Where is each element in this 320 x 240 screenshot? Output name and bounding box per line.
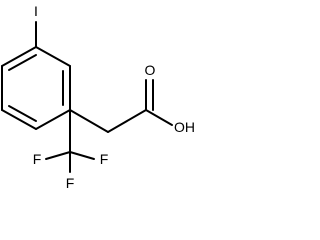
iodine-label: I — [34, 3, 38, 19]
ring-bond-c1-c2 — [35, 46, 71, 67]
ring-double-bond-inner-bottom-left — [8, 105, 37, 122]
hydroxyl-label: OH — [174, 119, 195, 135]
ring-double-bond-inner-top-left — [8, 54, 37, 71]
chemical-structure-diagram: I O OH F F F — [1, 3, 195, 191]
fluorine-right-label: F — [100, 151, 109, 167]
ring-bond-c4-c5 — [1, 109, 37, 130]
ring-bond-c6-c1 — [1, 46, 37, 67]
bond-cf3-f-right — [69, 151, 95, 160]
bond-carboxyl-hydroxyl — [145, 109, 173, 126]
benzene-ring — [1, 46, 71, 130]
ring-bond-c3-c4 — [35, 109, 71, 130]
fluorine-left-label: F — [33, 151, 42, 167]
bond-cf3-f-left — [45, 151, 71, 160]
bond-ring-ch2 — [69, 109, 109, 133]
bond-ch2-carboxyl — [107, 109, 147, 133]
fluorine-top-label: F — [66, 175, 75, 191]
carbonyl-oxygen-label: O — [145, 62, 156, 78]
